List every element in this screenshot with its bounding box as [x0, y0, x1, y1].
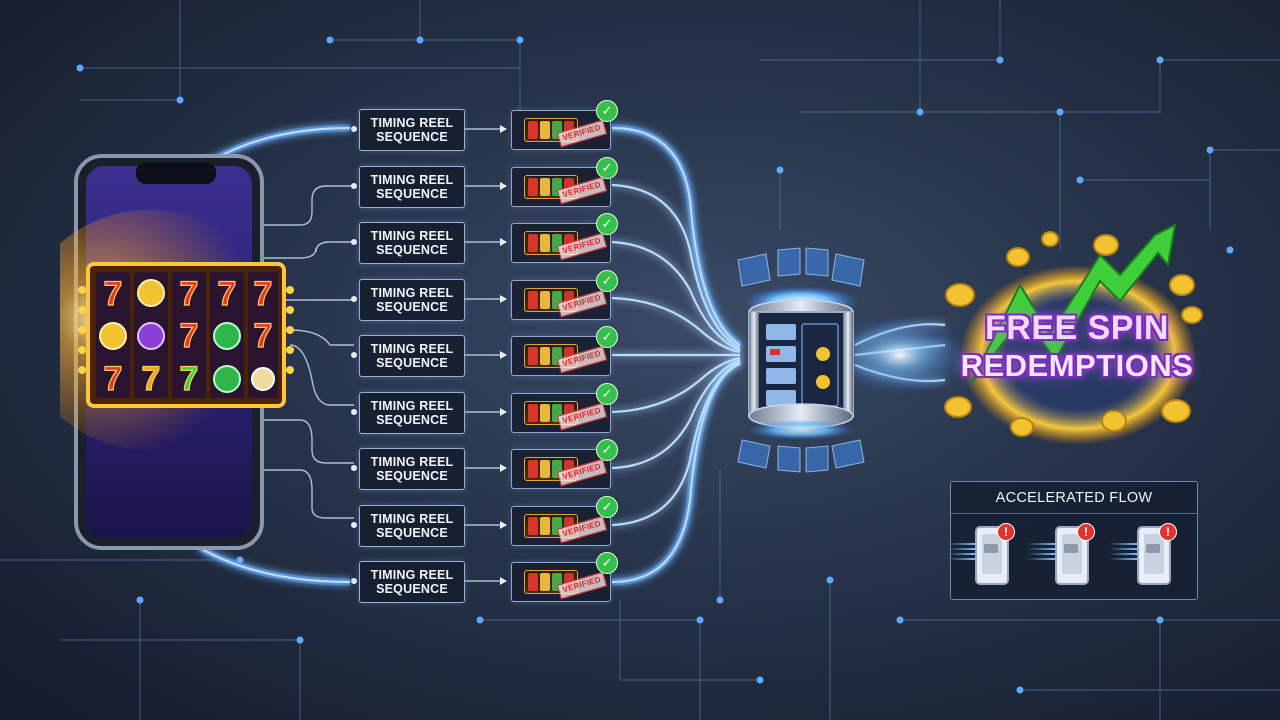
reel-seven: 7 — [104, 360, 123, 398]
checkmark-icon: ✓ — [596, 439, 618, 461]
reel-seven: 7 — [254, 317, 273, 355]
gem-icon — [213, 322, 241, 350]
trend-arrow-icon — [969, 223, 1177, 386]
checkmark-icon: ✓ — [596, 383, 618, 405]
checkmark-icon: ✓ — [596, 270, 618, 292]
verified-slot-card: VERIFIED✓ — [511, 383, 618, 433]
verified-slot-card: VERIFIED✓ — [511, 100, 618, 150]
coin-icon — [137, 279, 165, 307]
verified-slot-card: VERIFIED✓ — [511, 270, 618, 320]
checkmark-icon: ✓ — [596, 157, 618, 179]
speed-lines-icon — [947, 540, 975, 566]
coin-icon — [944, 231, 1203, 437]
reel-seven: 7 — [180, 360, 199, 398]
verified-slot-card: VERIFIED✓ — [511, 439, 618, 489]
bell-icon — [251, 367, 275, 391]
verified-slot-card: VERIFIED✓ — [511, 496, 618, 546]
checkmark-icon: ✓ — [596, 213, 618, 235]
smartphone-icon: ! — [975, 523, 1015, 585]
panel-divider — [951, 513, 1197, 514]
coin-icon — [99, 322, 127, 350]
checkmark-icon: ✓ — [596, 326, 618, 348]
accelerated-flow-panel: ACCELERATED FLOW ! ! ! — [947, 481, 1198, 600]
checkmark-icon: ✓ — [596, 100, 618, 122]
checkmark-icon: ✓ — [596, 552, 618, 574]
reel-seven: 7 — [180, 317, 199, 355]
gem-icon — [137, 322, 165, 350]
promo-title-line2: REDEMPTIONS — [960, 348, 1194, 383]
alert-icon: ! — [997, 523, 1015, 541]
speed-lines-icon — [1027, 540, 1055, 566]
reel-seven: 7 — [104, 275, 123, 313]
speed-lines-icon — [1109, 540, 1137, 566]
gem-icon — [213, 365, 241, 393]
reel-seven: 7 — [218, 275, 237, 313]
reel-seven: 7 — [254, 275, 273, 313]
checkmark-icon: ✓ — [596, 496, 618, 518]
alert-icon: ! — [1159, 523, 1177, 541]
accelerated-flow-title: ACCELERATED FLOW — [995, 490, 1153, 506]
server-icon — [737, 247, 865, 473]
alert-icon: ! — [1077, 523, 1095, 541]
verified-slot-card: VERIFIED✓ — [511, 552, 618, 602]
verified-slot-card: VERIFIED✓ — [511, 213, 618, 263]
reel-seven: 7 — [142, 360, 161, 398]
smartphone-icon: 7 7 7 7 7 7 7 7 7 — [60, 154, 294, 550]
smartphone-icon: ! — [1055, 523, 1095, 585]
smartphone-icon: ! — [1137, 523, 1177, 585]
promo-graphic — [944, 223, 1203, 445]
promo-title: FREE SPIN REDEMPTIONS — [938, 309, 1216, 385]
promo-title-line1: FREE SPIN — [985, 309, 1169, 347]
reel-seven: 7 — [180, 275, 199, 313]
verified-slot-card: VERIFIED✓ — [511, 326, 618, 376]
verified-slot-card: VERIFIED✓ — [511, 157, 618, 207]
